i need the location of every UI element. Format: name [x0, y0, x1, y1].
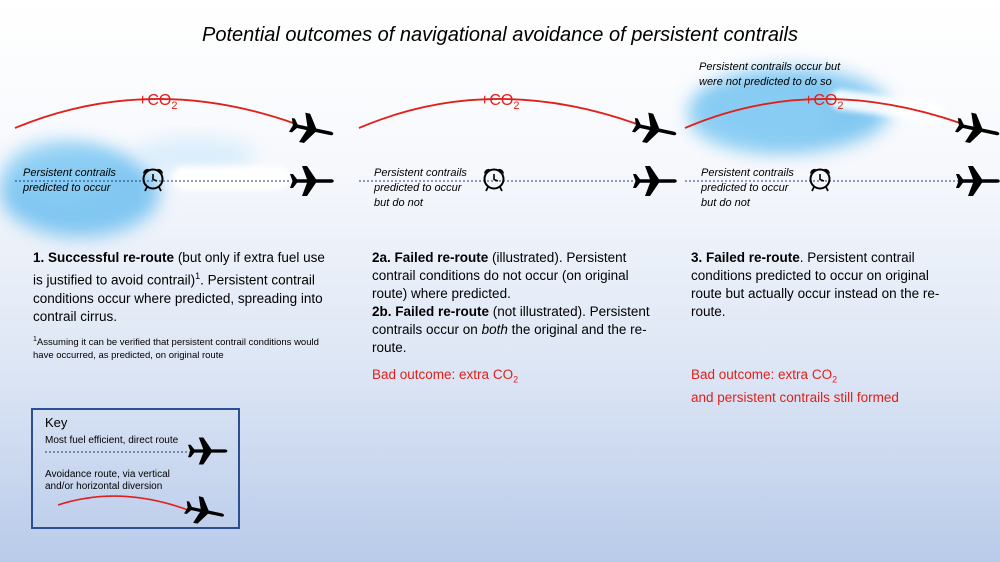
contrail-trail-3 [830, 89, 945, 123]
panel-3-description: 3. Failed re-route. Persistent contrail … [691, 250, 940, 319]
contrail-note-1: Persistent contrails predicted to occur [23, 167, 116, 194]
panel-1-description: 1. Successful re-route (but only if extr… [33, 250, 325, 324]
co2-label: +CO2 [138, 92, 178, 113]
contrail-cloud-1 [0, 137, 255, 237]
contrail-note-3-top: Persistent contrails occur but were not … [699, 61, 841, 88]
key-box: Key Most fuel efficient, direct route Av… [31, 408, 240, 529]
contrail-cloud-3 [690, 68, 890, 152]
plane-icon [287, 110, 337, 149]
alarm-clock-icon [808, 167, 832, 192]
key-avoid-label: Avoidance route, via vertical and/or hor… [45, 469, 170, 492]
contrail-note-3: Persistent contrails predicted to occur … [701, 167, 794, 209]
plane-icon [630, 110, 680, 149]
reroute-arc-3 [684, 98, 964, 129]
plane-icon [290, 166, 334, 196]
contrail-trail-1 [172, 166, 290, 190]
reroute-arc-2 [358, 98, 638, 129]
plane-icon [633, 166, 677, 196]
key-title: Key [45, 415, 68, 430]
bad-outcome-3: Bad outcome: extra CO2 and persistent co… [691, 367, 899, 405]
key-direct-label: Most fuel efficient, direct route [45, 435, 179, 446]
plane-icon [956, 166, 1000, 196]
key-reroute-line [57, 495, 189, 511]
co2-label: +CO2 [480, 92, 520, 113]
footnote: 1Assuming it can be verified that persis… [33, 336, 319, 362]
page-title: Potential outcomes of navigational avoid… [202, 24, 798, 46]
contrail-note-2: Persistent contrails predicted to occur … [374, 167, 467, 209]
panel-2-description: 2a. Failed re-route (illustrated). Persi… [372, 250, 650, 355]
reroute-arc-1 [14, 98, 297, 129]
co2-label: +CO2 [804, 92, 844, 113]
plane-icon [953, 110, 1000, 149]
bad-outcome-2: Bad outcome: extra CO2 [372, 367, 519, 385]
alarm-clock-icon [482, 167, 506, 192]
